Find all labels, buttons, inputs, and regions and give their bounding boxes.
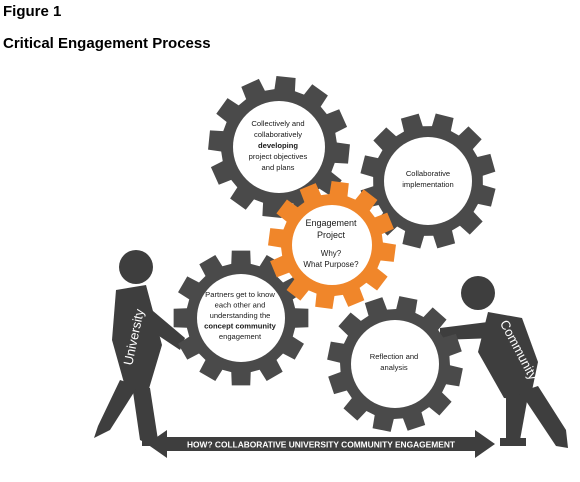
gear-reflection: Reflection and analysis: [327, 296, 463, 432]
gear-engagement-line-1: Engagement: [305, 218, 357, 228]
gear-partners-line-5: engagement: [219, 332, 262, 341]
gear-partners-line-2: each other and: [215, 301, 266, 310]
gear-planning-line-4: project objectives: [249, 152, 308, 161]
gear-engagement-line-2: Project: [317, 230, 346, 240]
gear-planning-line-3: developing: [258, 141, 298, 150]
university-figure: University: [94, 250, 185, 446]
gear-planning-line-2: collaboratively: [254, 130, 302, 139]
gear-planning-line-5: and plans: [262, 163, 295, 172]
community-figure: Community: [440, 276, 568, 448]
community-foot-front: [500, 438, 526, 446]
community-head: [461, 276, 495, 310]
gear-engagement-face: [292, 205, 372, 285]
collaboration-arrow: HOW? COLLABORATIVE UNIVERSITY COMMUNITY …: [147, 430, 495, 458]
gear-planning-face: [233, 101, 325, 193]
university-head: [119, 250, 153, 284]
gear-implementation-line-2: implementation: [402, 180, 454, 189]
gear-partners-line-1: Partners get to know: [205, 290, 275, 299]
gear-implementation-face: [384, 137, 472, 225]
figure-title: Critical Engagement Process: [3, 35, 211, 52]
gear-engagement-project: Engagement Project Why? What Purpose?: [268, 181, 396, 309]
gear-partners: Partners get to know each other and unde…: [173, 250, 309, 386]
gear-partners-line-4: concept community: [204, 322, 277, 331]
university-leg-front: [132, 385, 158, 445]
gear-planning-line-1: Collectively and: [251, 119, 304, 128]
arrow-label: HOW? COLLABORATIVE UNIVERSITY COMMUNITY …: [187, 440, 456, 450]
gear-reflection-line-2: analysis: [380, 363, 408, 372]
community-leg-front: [506, 392, 528, 444]
gear-partners-line-3: understanding the: [210, 311, 271, 320]
gear-reflection-line-1: Reflection and: [370, 352, 419, 361]
gear-partners-face: [197, 274, 285, 362]
gear-engagement-line-3: Why?: [321, 249, 342, 258]
gear-engagement-line-4: What Purpose?: [303, 260, 359, 269]
community-leg-back: [520, 386, 568, 448]
double-arrow-icon: [147, 430, 495, 458]
university-arm: [132, 300, 185, 350]
university-leg-back: [94, 380, 138, 438]
gear-implementation-line-1: Collaborative: [406, 169, 450, 178]
gear-planning: Collectively and collaboratively develop…: [208, 76, 350, 218]
figure-label: Figure 1: [3, 3, 62, 20]
university-foot-front: [142, 436, 170, 446]
gear-implementation: Collaborative implementation: [360, 113, 496, 249]
gear-reflection-face: [351, 320, 439, 408]
